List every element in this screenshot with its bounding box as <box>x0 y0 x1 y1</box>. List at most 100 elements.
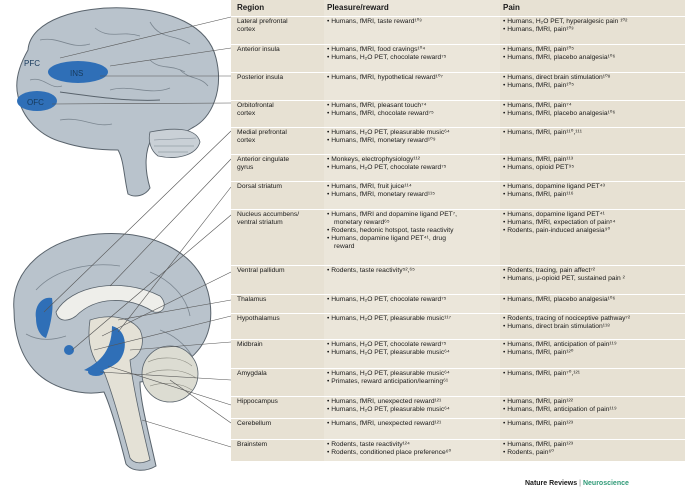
pleasure-cell: Rodents, taste reactivity¹²⁴Rodents, con… <box>324 440 500 461</box>
pleasure-cell: Humans, H₂O PET, pleasurable music⁶⁴Prim… <box>324 369 500 396</box>
region-name: Nucleus accumbens/ventral striatum <box>231 210 324 265</box>
pain-entry: Humans, fMRI, pain¹²⁰ <box>503 349 683 357</box>
pain-entry: Humans, dopamine ligand PET⁴³ <box>503 183 683 191</box>
region-name-line: Lateral prefrontal <box>237 18 288 25</box>
region-name-line: cortex <box>237 110 256 118</box>
region-name-line: gyrus <box>237 164 254 172</box>
pleasure-cell: Humans, H₂O PET, pleasurable music¹¹⁷ <box>324 314 500 339</box>
pain-cell: Humans, fMRI, pain⁷⁰,¹²¹ <box>500 369 685 396</box>
pleasure-entry: Rodents, taste reactivity¹²⁴ <box>327 441 498 449</box>
pain-cell: Humans, fMRI, pain¹¹³Humans, opioid PET⁹… <box>500 155 685 181</box>
pleasure-entry: Rodents, conditioned place preference⁶⁰ <box>327 449 498 457</box>
pain-cell: Humans, fMRI, anticipation of pain¹¹⁹Hum… <box>500 340 685 368</box>
pain-cell: Humans, fMRI, pain¹²²Humans, fMRI, antic… <box>500 397 685 418</box>
region-name-line: Posterior insula <box>237 74 284 81</box>
pleasure-entry: Humans, H₂O PET, pleasurable music¹¹⁷ <box>327 315 498 323</box>
table-row: Nucleus accumbens/ventral striatumHumans… <box>231 210 685 265</box>
pain-entry: Humans, direct brain stimulation¹¹⁸ <box>503 323 683 331</box>
pain-cell: Rodents, tracing, pain affect⁷²Humans, μ… <box>500 266 685 294</box>
pain-entry: Humans, fMRI, anticipation of pain¹¹⁹ <box>503 406 683 414</box>
pleasure-cell: Humans, fMRI, taste reward¹⁰³ <box>324 17 500 44</box>
table-row: HippocampusHumans, fMRI, unexpected rewa… <box>231 397 685 418</box>
table-row: Brainstem Rodents, taste reactivity¹²⁴Rod… <box>231 440 685 461</box>
pain-entry: Humans, fMRI, placebo analgesia¹⁰⁶ <box>503 110 683 118</box>
pleasure-entry: Monkeys, electrophysiology¹¹² <box>327 156 498 164</box>
pain-cell: Humans, direct brain stimulation¹⁰⁸Human… <box>500 73 685 100</box>
pleasure-entry: Humans, fMRI, monetary reward¹¹⁵ <box>327 191 498 199</box>
pleasure-entry: Humans, fMRI, pleasant touch⁷⁴ <box>327 102 498 110</box>
region-name: Dorsal striatum <box>231 182 324 209</box>
region-name: Cerebellum <box>231 419 324 439</box>
column-header: Pleasure/reward <box>324 0 500 16</box>
table-row: Dorsal striatumHumans, fMRI, fruit juice… <box>231 182 685 209</box>
pleasure-entry: Humans, H₂O PET, pleasurable music⁶⁴ <box>327 406 498 414</box>
pleasure-entry: Rodents, hedonic hotspot, taste reactivi… <box>327 227 498 235</box>
region-name: Hippocampus <box>231 397 324 418</box>
pleasure-cell: Humans, fMRI and dopamine ligand PET⁷,mo… <box>324 210 500 265</box>
pleasure-entry: Humans, dopamine ligand PET⁴¹, drug <box>327 235 498 243</box>
pain-entry: Rodents, tracing of nociceptive pathway⁷… <box>503 315 683 323</box>
table-row: HypothalamusHumans, H₂O PET, pleasurable… <box>231 314 685 339</box>
pleasure-entry: Humans, fMRI, unexpected reward¹²¹ <box>327 398 498 406</box>
pain-entry: Humans, direct brain stimulation¹⁰⁸ <box>503 74 683 82</box>
column-header: Region <box>231 0 324 16</box>
pleasure-entry: Humans, fMRI, monetary reward¹⁰⁹ <box>327 137 498 145</box>
pleasure-entry: Humans, fMRI, hypothetical reward¹⁰⁷ <box>327 74 498 82</box>
region-name: Thalamus <box>231 295 324 313</box>
region-name: Anterior insula <box>231 45 324 72</box>
pain-entry: Humans, fMRI, pain¹⁰⁵ <box>503 82 683 90</box>
pain-entry: Humans, fMRI, anticipation of pain¹¹⁹ <box>503 341 683 349</box>
region-name: Ventral pallidum <box>231 266 324 294</box>
region-name-line: Ventral pallidum <box>237 267 285 274</box>
lateral-brain-view: PFC INS OFC <box>16 7 219 197</box>
region-name-line: cortex <box>237 26 256 34</box>
pain-entry: Humans, fMRI, pain¹²² <box>503 398 683 406</box>
pleasure-entry: Humans, H₂O PET, pleasurable music⁶⁴ <box>327 349 498 357</box>
pain-entry: Humans, fMRI, placebo analgesia¹⁰⁶ <box>503 296 683 304</box>
region-name-line: Brainstem <box>237 441 268 448</box>
pleasure-cell: Humans, fMRI, pleasant touch⁷⁴Humans, fM… <box>324 101 500 127</box>
ofc-region <box>17 91 57 111</box>
ins-label: INS <box>70 69 83 78</box>
pain-entry: Humans, fMRI, pain⁷⁰,¹²¹ <box>503 370 683 378</box>
amygdala-region <box>88 368 104 376</box>
pain-entry: Humans, fMRI, pain¹¹⁶ <box>503 191 683 199</box>
pleasure-cell: Humans, fMRI, unexpected reward¹²¹Humans… <box>324 397 500 418</box>
pleasure-entry: reward <box>334 243 355 251</box>
table-row: AmygdalaHumans, H₂O PET, pleasurable mus… <box>231 369 685 396</box>
table-row: Ventral pallidum Rodents, taste reactivit… <box>231 266 685 294</box>
region-name: Midbrain <box>231 340 324 368</box>
pain-entry: Humans, fMRI, placebo analgesia¹⁰⁶ <box>503 54 683 62</box>
region-name-line: Anterior cingulate <box>237 156 290 163</box>
medial-brain-view <box>13 233 212 471</box>
pain-cell: Humans, fMRI, pain¹²³Rodents, pain⁶⁰ <box>500 440 685 461</box>
pain-entry: Humans, μ-opioid PET, sustained pain ² <box>503 275 683 283</box>
region-name-line: cortex <box>237 137 256 145</box>
pain-cell: Humans, dopamine ligand PET⁴³Humans, fMR… <box>500 182 685 209</box>
region-name: Posterior insula <box>231 73 324 100</box>
ofc-label: OFC <box>27 98 44 107</box>
pain-cell: Humans, fMRI, pain⁷⁴Humans, fMRI, placeb… <box>500 101 685 127</box>
table-row: CerebellumHumans, fMRI, unexpected rewar… <box>231 419 685 439</box>
region-name-line: Midbrain <box>237 341 263 348</box>
pain-entry: Humans, fMRI, pain¹⁰³ <box>503 26 683 34</box>
region-name-line: Thalamus <box>237 296 267 303</box>
pleasure-cell: Humans, fMRI, hypothetical reward¹⁰⁷ <box>324 73 500 100</box>
pain-entry: Humans, fMRI, pain¹¹⁰,¹¹¹ <box>503 129 683 137</box>
pain-entry: Humans, fMRI, expectation of pain⁵⁴ <box>503 219 683 227</box>
insula-region <box>48 61 108 83</box>
pleasure-entry: Humans, fMRI, chocolate reward⁷⁵ <box>327 110 498 118</box>
pain-cell: Humans, H₂O PET, hyperalgesic pain ¹⁰²Hu… <box>500 17 685 44</box>
pleasure-entry: Humans, fMRI, unexpected reward¹²¹ <box>327 420 498 428</box>
pleasure-entry: Primates, reward anticipation/learning⁶¹ <box>327 378 498 386</box>
pain-cell: Rodents, tracing of nociceptive pathway⁷… <box>500 314 685 339</box>
region-name-line: Anterior insula <box>237 46 280 53</box>
pain-entry: Humans, opioid PET⁹⁵ <box>503 164 683 172</box>
pain-entry: Humans, fMRI, pain⁷⁴ <box>503 102 683 110</box>
table-row: Midbrain Humans, H₂O PET, chocolate rewar… <box>231 340 685 368</box>
pleasure-entry: Rodents, taste reactivity⁵²,⁶⁵ <box>327 267 498 275</box>
pleasure-cell: Rodents, taste reactivity⁵²,⁶⁵ <box>324 266 500 294</box>
pleasure-entry: Humans, H₂O PET, chocolate reward⁷⁵ <box>327 341 498 349</box>
